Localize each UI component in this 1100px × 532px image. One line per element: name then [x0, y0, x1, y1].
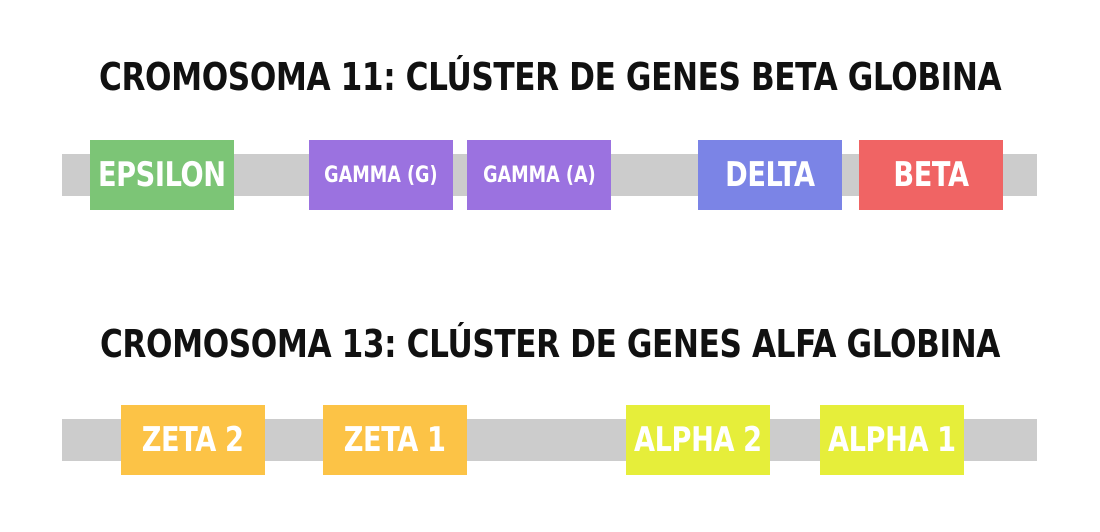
- gene-alpha-2: ALPHA 2: [626, 405, 770, 475]
- gene-label: EPSILON: [98, 155, 226, 195]
- gene-gamma-g: GAMMA (G): [309, 140, 453, 210]
- gene-zeta-1: ZETA 1: [323, 405, 467, 475]
- gene-zeta-2: ZETA 2: [121, 405, 265, 475]
- alpha-cluster-title: CROMOSOMA 13: CLÚSTER DE GENES ALFA GLOB…: [99, 322, 1001, 366]
- gene-beta: BETA: [859, 140, 1003, 210]
- gene-gamma-a: GAMMA (A): [467, 140, 611, 210]
- gene-label: GAMMA (G): [324, 162, 438, 188]
- gene-label: GAMMA (A): [482, 162, 596, 188]
- gene-label: ZETA 2: [142, 420, 244, 460]
- gene-label: ZETA 1: [344, 420, 446, 460]
- gene-epsilon: EPSILON: [90, 140, 234, 210]
- gene-label: BETA: [893, 155, 969, 195]
- gene-label: ALPHA 2: [634, 420, 762, 460]
- gene-delta: DELTA: [698, 140, 842, 210]
- beta-cluster-title: CROMOSOMA 11: CLÚSTER DE GENES BETA GLOB…: [99, 55, 1002, 99]
- gene-label: ALPHA 1: [828, 420, 956, 460]
- gene-label: DELTA: [725, 155, 815, 195]
- gene-alpha-1: ALPHA 1: [820, 405, 964, 475]
